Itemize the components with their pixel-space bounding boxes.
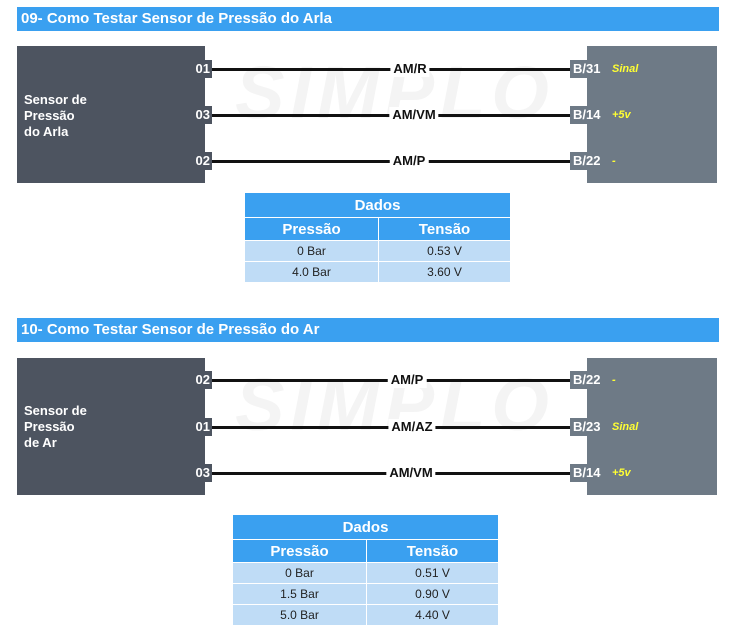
table-cell: 4.0 Bar (244, 261, 379, 283)
sensor-pin: 03 (192, 106, 212, 124)
table-row: 0 Bar 0.53 V (244, 240, 511, 262)
section-title: 10- Como Testar Sensor de Pressão do Ar (17, 318, 719, 342)
connector-pin: B/22 (570, 371, 608, 389)
ecu-block (587, 46, 717, 183)
table-header: Tensão (378, 217, 511, 241)
table-cell: 0 Bar (244, 240, 379, 262)
connector-pin: B/14 (570, 106, 608, 124)
connector-pin: B/14 (570, 464, 608, 482)
table-row: 0 Bar 0.51 V (232, 562, 499, 584)
table-row: 1.5 Bar 0.90 V (232, 583, 499, 605)
wire-color-label: AM/VM (389, 107, 439, 123)
table-row: 5.0 Bar 4.40 V (232, 604, 499, 626)
sensor-pin: 03 (192, 464, 212, 482)
table-cell: 0.53 V (378, 240, 511, 262)
data-table: Dados Pressão Tensão 0 Bar 0.53 V 4.0 Ba… (244, 192, 511, 283)
sensor-pin: 01 (192, 418, 212, 436)
sensor-block: Sensor de Pressão do Arla (17, 46, 205, 183)
sensor-label: Sensor de Pressão de Ar (24, 403, 87, 450)
pin-function: +5v (612, 109, 631, 121)
data-table: Dados Pressão Tensão 0 Bar 0.51 V 1.5 Ba… (232, 514, 499, 626)
table-cell: 5.0 Bar (232, 604, 367, 626)
sensor-block: Sensor de Pressão de Ar (17, 358, 205, 495)
section-title: 09- Como Testar Sensor de Pressão do Arl… (17, 7, 719, 31)
sensor-pin: 02 (192, 371, 212, 389)
wire-color-label: AM/P (387, 372, 427, 388)
pin-function: - (612, 374, 616, 386)
table-cell: 1.5 Bar (232, 583, 367, 605)
pin-function: Sinal (612, 421, 639, 433)
table-cell: 0.51 V (366, 562, 499, 584)
table-cell: 0.90 V (366, 583, 499, 605)
pin-function: +5v (612, 467, 631, 479)
table-cell: 3.60 V (378, 261, 511, 283)
wire-color-label: AM/AZ (388, 419, 436, 435)
table-header: Pressão (232, 539, 367, 563)
table-cell: 4.40 V (366, 604, 499, 626)
table-cell: 0 Bar (232, 562, 367, 584)
connector-pin: B/23 (570, 418, 608, 436)
sensor-label: Sensor de Pressão do Arla (24, 92, 87, 139)
wire-color-label: AM/P (389, 153, 429, 169)
wire-color-label: AM/R (390, 61, 430, 77)
sensor-pin: 02 (192, 152, 212, 170)
ecu-block (587, 358, 717, 495)
connector-pin: B/31 (570, 60, 608, 78)
table-title: Dados (232, 514, 499, 540)
pin-function: Sinal (612, 63, 639, 75)
wire-color-label: AM/VM (386, 465, 436, 481)
pin-function: - (612, 155, 616, 167)
table-title: Dados (244, 192, 511, 218)
sensor-pin: 01 (192, 60, 212, 78)
connector-pin: B/22 (570, 152, 608, 170)
table-header: Tensão (366, 539, 499, 563)
table-header: Pressão (244, 217, 379, 241)
table-row: 4.0 Bar 3.60 V (244, 261, 511, 283)
